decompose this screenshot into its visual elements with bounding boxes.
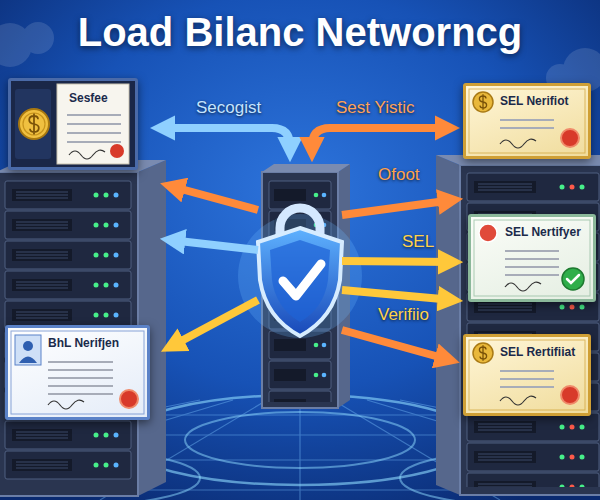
- inner-frame: [474, 220, 590, 296]
- rack-side: [436, 155, 460, 495]
- title-holder: Load Bilanc Networncg: [0, 10, 600, 55]
- certificate-card: SEL Nerifiot: [463, 83, 591, 159]
- text-line: [500, 386, 554, 388]
- inner-frame: [469, 340, 585, 410]
- certificate-title: SEL Nertifyer: [505, 225, 581, 240]
- right-server-rack: [436, 155, 600, 495]
- certificate-card: SEL Nertifyer: [468, 214, 596, 302]
- inner-frame: [469, 89, 585, 153]
- text-line: [48, 369, 113, 371]
- diagram-title: Load Bilanc Networncg: [78, 10, 523, 55]
- signature: [500, 139, 536, 148]
- signature: [48, 400, 84, 409]
- shield: [258, 228, 342, 336]
- shield-glow: [238, 214, 362, 338]
- folder-panel: [15, 89, 51, 159]
- text-line: [500, 370, 554, 372]
- coin-icon: [473, 92, 493, 112]
- certificate-title: Sesfee: [69, 91, 108, 106]
- dollar-symbol: [479, 94, 486, 110]
- rack-units: [466, 172, 600, 487]
- text-line: [67, 114, 121, 116]
- check-badge: [562, 268, 584, 290]
- rack-top: [262, 164, 350, 172]
- rack-front: [460, 165, 600, 495]
- text-line: [505, 274, 559, 276]
- arrow: [170, 300, 258, 347]
- certificate-title: SEL Nerifiot: [500, 94, 568, 109]
- coin-icon: [473, 343, 493, 363]
- check-mark: [567, 275, 579, 283]
- arrow: [342, 200, 453, 215]
- signature: [505, 282, 541, 291]
- dollar-symbol: [29, 114, 39, 135]
- text-line: [500, 378, 554, 380]
- avatar-body: [19, 357, 37, 364]
- signature: [500, 396, 536, 405]
- label-holder: Ofoot: [378, 165, 420, 185]
- certificate-card: BhL Nerifjen: [5, 325, 150, 420]
- arrow-label: Sest Yistic: [336, 98, 414, 118]
- glow-ring: [185, 412, 415, 468]
- text-line: [500, 127, 554, 129]
- shield-inner: [270, 240, 330, 322]
- left-server-rack: [0, 160, 166, 496]
- label-holder: Secogist: [196, 98, 261, 118]
- avatar-frame: [15, 335, 41, 365]
- paper-sheet: [57, 84, 129, 164]
- certificate-card: SEL Rertifiiat: [463, 334, 591, 416]
- text-line: [48, 393, 113, 395]
- coin-icon: [19, 109, 49, 139]
- text-line: [67, 132, 121, 134]
- label-holder: Sest Yistic: [336, 98, 414, 118]
- text-line: [500, 119, 554, 121]
- signature: [69, 150, 105, 159]
- cloud: [22, 22, 54, 54]
- arrow-label: Verifiio: [378, 305, 429, 325]
- arrow-label: Ofoot: [378, 165, 420, 185]
- check-mark: [283, 264, 321, 296]
- text-line: [505, 250, 559, 252]
- text-line: [48, 377, 113, 379]
- text-line: [67, 141, 121, 143]
- arrow-label: Secogist: [196, 98, 261, 118]
- arrow: [342, 261, 453, 262]
- dollar-symbol: [479, 345, 486, 361]
- seal: [561, 129, 579, 147]
- text-line: [48, 385, 113, 387]
- certificate-title: SEL Rertifiiat: [500, 345, 575, 360]
- arrow-label: SEL: [402, 232, 434, 252]
- rack-units: [268, 180, 332, 402]
- arrow: [342, 330, 450, 360]
- text-line: [48, 361, 113, 363]
- status-dot: [479, 224, 497, 242]
- seal: [561, 386, 579, 404]
- flow-arrows: [160, 128, 453, 360]
- text-line: [505, 266, 559, 268]
- coin-ring: [23, 113, 45, 135]
- arrow: [342, 290, 453, 300]
- text-line: [505, 258, 559, 260]
- double-arrow: [160, 128, 290, 152]
- seal: [120, 390, 138, 408]
- seal: [110, 144, 124, 158]
- document-card: Sesfee: [8, 78, 138, 170]
- label-holder: SEL: [402, 232, 434, 252]
- double-arrow: [312, 128, 450, 152]
- text-line: [67, 123, 121, 125]
- inner-frame: [11, 331, 144, 414]
- security-shield: [238, 208, 362, 338]
- label-holder: Verifiio: [378, 305, 429, 325]
- arrow: [170, 186, 258, 210]
- certificate-title: BhL Nerifjen: [48, 336, 119, 351]
- arrow: [170, 240, 258, 250]
- avatar-head: [23, 341, 33, 351]
